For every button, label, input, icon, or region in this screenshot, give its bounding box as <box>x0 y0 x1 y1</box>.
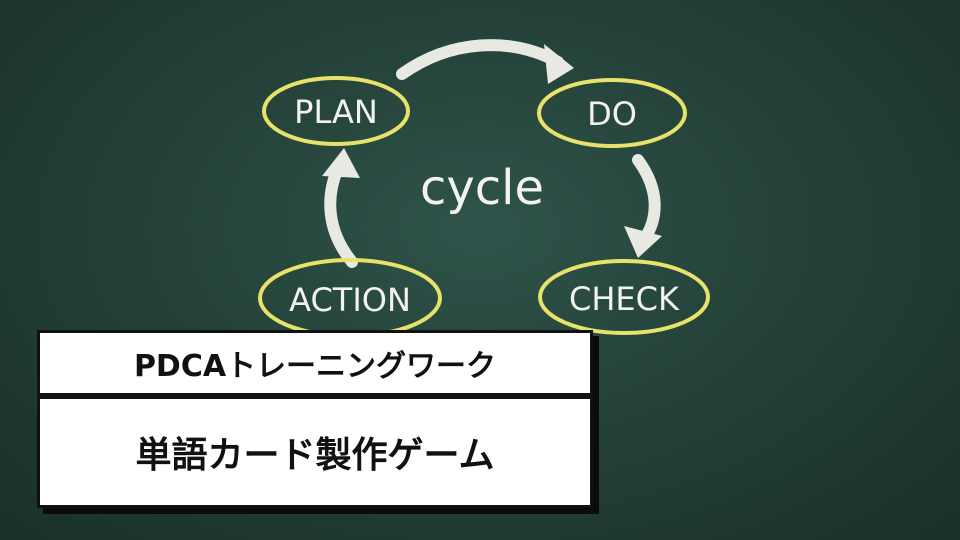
arrowhead-plan-to-do <box>544 44 574 84</box>
arrow-action-to-plan <box>324 162 358 268</box>
plan-ellipse <box>262 76 410 146</box>
action-label: ACTION <box>289 281 411 319</box>
arrow-plan-to-do <box>396 39 564 80</box>
title-box: 単語カード製作ゲーム <box>37 396 593 508</box>
cycle-label: cycle <box>420 160 544 216</box>
do-ellipse <box>537 78 687 148</box>
arrowhead-do-to-check <box>624 226 662 258</box>
title-text: 単語カード製作ゲーム <box>135 435 495 476</box>
plan-label: PLAN <box>294 93 378 131</box>
check-ellipse <box>538 259 710 335</box>
subtitle-text: PDCAトレーニングワーク <box>133 349 497 384</box>
arrowhead-action-to-plan <box>322 148 360 178</box>
subtitle-box: PDCAトレーニングワーク <box>37 330 593 396</box>
do-label: DO <box>587 95 637 133</box>
arrow-do-to-check <box>632 154 661 244</box>
check-label: CHECK <box>569 280 680 318</box>
